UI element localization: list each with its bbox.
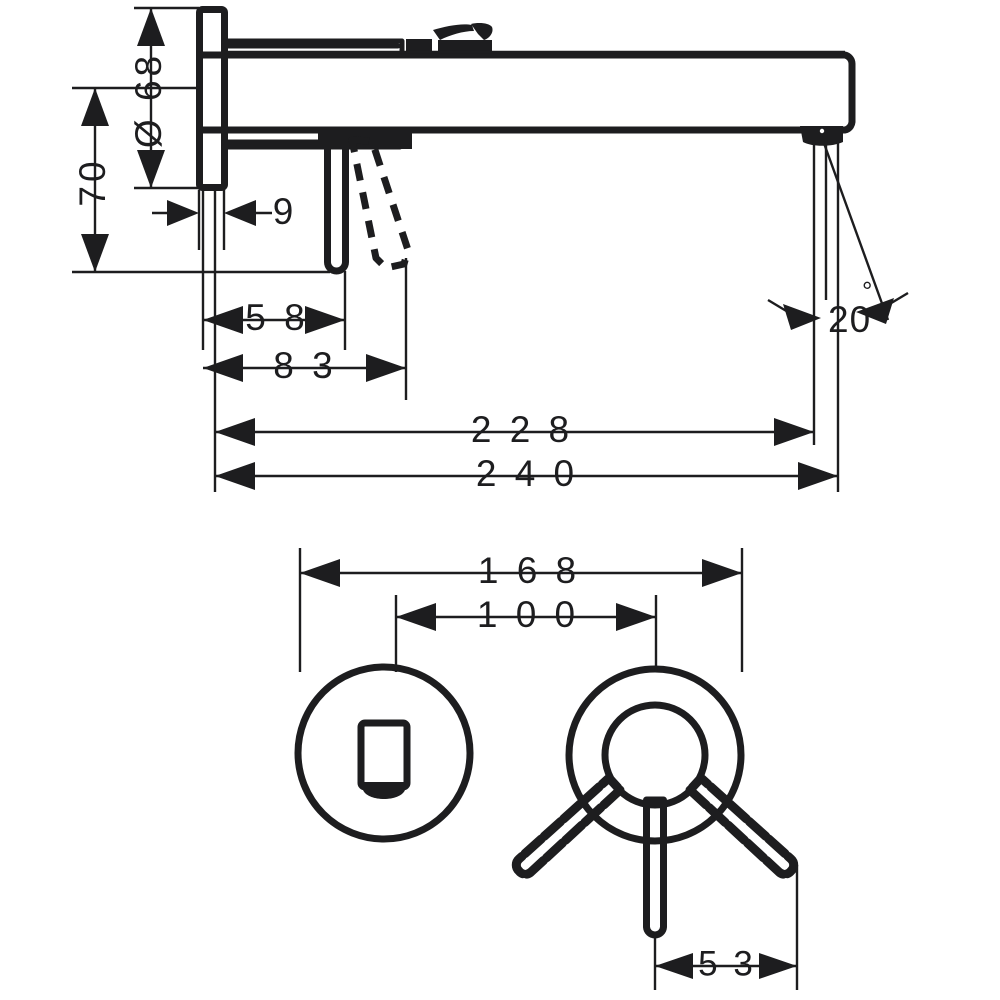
dimension-label-diameter-68: Ø 68 xyxy=(128,52,169,148)
dimension-9: 9 xyxy=(152,190,298,250)
dimension-100: 1 0 0 xyxy=(394,594,658,672)
dimension-label-9: 9 xyxy=(273,191,298,232)
dimension-70: 70 xyxy=(72,86,330,274)
spout-outlet-face xyxy=(357,719,411,799)
lever-handle-closed xyxy=(643,796,667,939)
dimension-label-100: 1 0 0 xyxy=(477,594,579,635)
side-elevation-view: Ø 68 70 9 5 8 xyxy=(72,6,909,494)
mixer-handle-hub xyxy=(601,701,709,809)
dimension-label-58: 5 8 xyxy=(245,297,308,338)
dimension-label-70: 70 xyxy=(72,157,113,206)
lever-handle xyxy=(324,142,349,275)
dimension-240: 2 4 0 xyxy=(215,140,840,494)
dimension-angle-20: 20 ° xyxy=(767,134,909,340)
spout-arm xyxy=(199,23,856,134)
front-elevation-view: 1 6 8 1 0 0 5 3 xyxy=(294,548,799,990)
dimension-228: 2 2 8 xyxy=(213,140,816,492)
degree-symbol-icon: ° xyxy=(862,276,872,306)
dimension-label-240: 2 4 0 xyxy=(476,453,578,494)
dimension-label-83: 8 3 xyxy=(273,345,336,386)
dimension-168: 1 6 8 xyxy=(298,548,744,672)
dimension-diameter-68: Ø 68 xyxy=(128,6,199,190)
dimension-label-168: 1 6 8 xyxy=(478,550,580,591)
wall-mounting-plate xyxy=(196,6,228,191)
lever-handle-swing-left xyxy=(511,773,625,879)
dimension-58: 5 8 xyxy=(201,190,347,350)
spout-escutcheon-circle xyxy=(294,663,474,843)
lever-handle-swing-right xyxy=(685,773,799,879)
spout-underside-detail xyxy=(221,133,412,150)
dimension-label-228: 2 2 8 xyxy=(471,409,573,450)
dimension-label-angle-20: 20 xyxy=(828,299,871,340)
dimension-53: 5 3 xyxy=(653,865,799,990)
lever-handle-open-position xyxy=(348,136,412,272)
dimension-83: 8 3 xyxy=(203,258,408,400)
dimension-label-53: 5 3 xyxy=(698,944,756,983)
